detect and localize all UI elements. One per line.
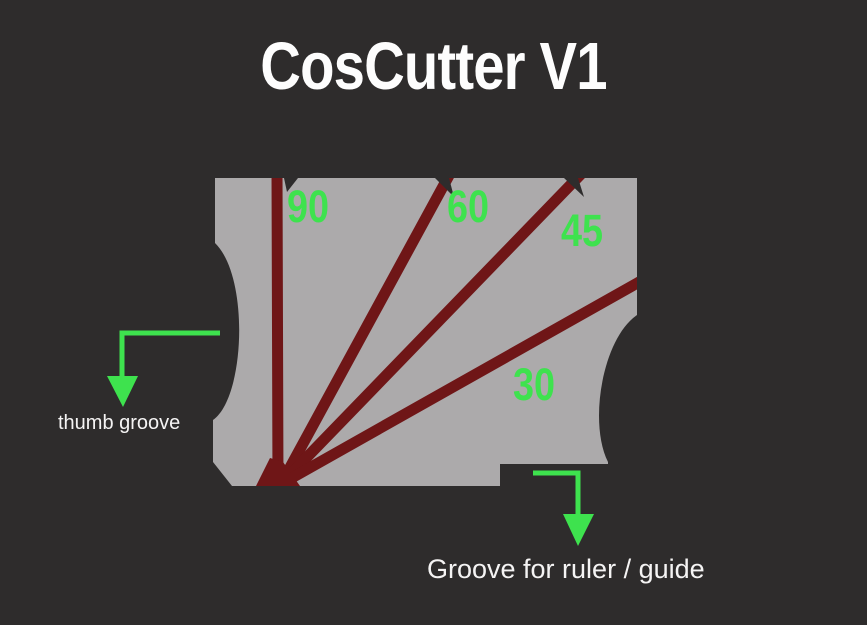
page-title: CosCutter V1 — [260, 29, 607, 104]
thumb-groove-label: thumb groove — [58, 412, 181, 434]
down-arrow-icon — [563, 514, 594, 546]
angle-label-60: 60 — [447, 181, 490, 232]
groove-45-line — [275, 178, 591, 486]
angle-label-30: 30 — [513, 359, 556, 410]
groove-60-line — [275, 178, 458, 486]
ruler-groove-label: Groove for ruler / guide — [427, 554, 705, 584]
groove-90-opening — [284, 178, 298, 192]
groove-60-opening — [435, 178, 454, 197]
thumb-groove-arrow — [107, 330, 220, 407]
down-arrow-icon — [107, 376, 138, 407]
angle-label-90: 90 — [287, 181, 330, 232]
ruler-groove-arrow — [533, 470, 594, 546]
groove-origin-pocket — [256, 458, 300, 486]
groove-30-line — [275, 271, 637, 486]
groove-90-line — [271, 178, 284, 486]
groove-45-opening — [564, 178, 584, 197]
angle-label-45: 45 — [561, 205, 604, 256]
